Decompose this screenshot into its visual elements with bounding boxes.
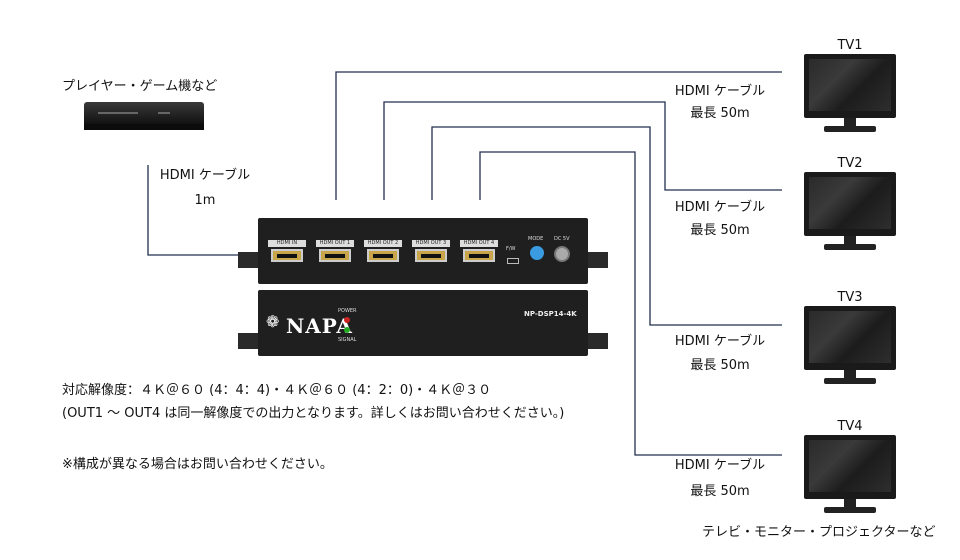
input-cable-title: HDMI ケーブル <box>159 168 251 183</box>
output-note: (OUT1 ～ OUT4 は同一解像度での出力となります。詳しくはお問い合わせく… <box>62 406 565 421</box>
hdmi-out4-port: HDMI OUT 4 <box>460 240 498 262</box>
device-rear-panel: HDMI IN HDMI OUT 1 HDMI OUT 2 HDMI OUT 3… <box>258 218 588 284</box>
signal-label: SIGNAL <box>338 337 357 343</box>
out3-cable-title: HDMI ケーブル <box>674 334 766 349</box>
brand-logo: NAPA <box>286 314 353 338</box>
mode-label: MODE <box>528 236 544 242</box>
tv2-label: TV2 <box>837 156 863 171</box>
fw-label: F/W <box>506 246 516 252</box>
player-device-image <box>84 102 204 132</box>
hdmi-out4-label: HDMI OUT 4 <box>460 240 498 247</box>
dc-label: DC 5V <box>554 236 570 242</box>
tv3-label: TV3 <box>837 290 863 305</box>
input-cable-line <box>147 165 248 256</box>
power-label: POWER <box>338 308 357 314</box>
tv2-monitor <box>804 172 896 254</box>
hdmi-out1-label: HDMI OUT 1 <box>316 240 354 247</box>
tv4-label: TV4 <box>837 419 863 434</box>
model-label: NP-DSP14-4K <box>524 310 577 318</box>
hdmi-out2-port: HDMI OUT 2 <box>364 240 402 262</box>
hdmi-out1-port: HDMI OUT 1 <box>316 240 354 262</box>
tv1-label: TV1 <box>837 38 863 53</box>
out1-cable-length: 最長 50m <box>690 106 750 121</box>
out2-cable-line <box>383 101 782 200</box>
tv1-monitor <box>804 54 896 136</box>
hdmi-in-port: HDMI IN <box>268 240 306 262</box>
tv-caption: テレビ・モニター・プロジェクターなど <box>702 525 936 540</box>
grape-logo-icon: ❁ <box>266 312 280 331</box>
dc-jack <box>554 246 570 262</box>
resolution-note: 対応解像度：４Ｋ＠６０ (4：4：4)・４Ｋ＠６０ (4：2：0)・４Ｋ＠３０ <box>62 383 492 398</box>
out3-cable-line <box>431 126 782 326</box>
input-cable-length: 1m <box>194 193 216 208</box>
out1-cable-title: HDMI ケーブル <box>674 84 766 99</box>
source-label: プレイヤー・ゲーム機など <box>62 79 218 94</box>
out2-cable-title: HDMI ケーブル <box>674 200 766 215</box>
hdmi-out3-label: HDMI OUT 3 <box>412 240 450 247</box>
power-led <box>344 317 350 323</box>
fw-port <box>507 258 519 264</box>
hdmi-out3-port: HDMI OUT 3 <box>412 240 450 262</box>
out3-cable-length: 最長 50m <box>690 358 750 373</box>
out4-cable-title: HDMI ケーブル <box>674 458 766 473</box>
out4-cable-line <box>479 151 782 456</box>
tv3-monitor <box>804 306 896 388</box>
hdmi-in-label: HDMI IN <box>268 240 306 247</box>
tv4-monitor <box>804 435 896 517</box>
mode-dial <box>530 246 544 260</box>
out2-cable-length: 最長 50m <box>690 223 750 238</box>
device-front-panel: ❁ NAPA POWER SIGNAL NP-DSP14-4K <box>258 290 588 356</box>
out1-cable-line <box>335 71 782 200</box>
signal-led <box>344 327 350 333</box>
hdmi-out2-label: HDMI OUT 2 <box>364 240 402 247</box>
config-note: ※構成が異なる場合はお問い合わせください。 <box>62 457 333 472</box>
out4-cable-length: 最長 50m <box>690 484 750 499</box>
